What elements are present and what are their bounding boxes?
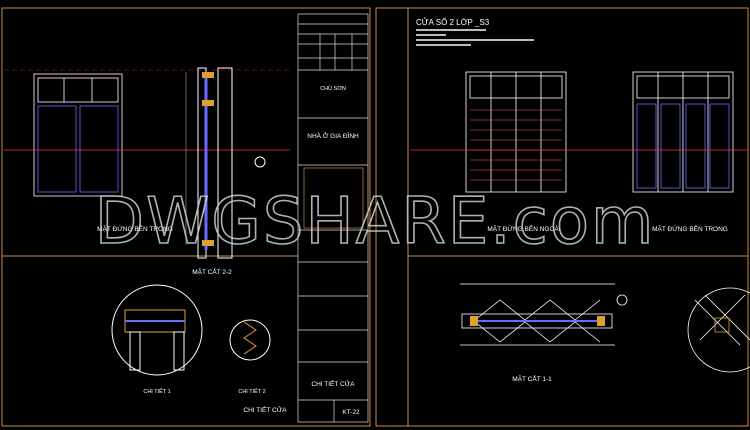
left-sheet-frame — [1, 7, 371, 427]
detail-1 — [111, 284, 203, 376]
section-2-2 — [185, 67, 266, 259]
outer-window-elevation — [465, 71, 567, 193]
project-text: NHÀ Ở GIA ĐÌNH — [307, 131, 359, 140]
detail-2-label: CHI TIẾT 2 — [238, 388, 265, 395]
inner-window-elevation — [632, 71, 734, 193]
right-title-notes — [416, 29, 534, 46]
owner-text: CHỦ SƠN — [320, 85, 346, 92]
left-elevation-label: MẶT ĐỨNG BÊN TRONG — [97, 224, 173, 233]
details-title: CHI TIẾT CỬA — [243, 404, 287, 414]
outer-elevation-label: MẶT ĐỨNG BÊN NGOÀI — [487, 224, 561, 233]
right-sheet-frame — [375, 7, 749, 427]
watermark: DWGSHARE.com — [95, 185, 656, 259]
section-1-1-label: MẶT CẮT 1-1 — [512, 374, 552, 383]
detail-2 — [229, 319, 271, 361]
right-sheet-title: CỬA SỔ 2 LỚP _S3 — [416, 18, 490, 27]
title-block — [297, 13, 369, 423]
right-detail — [687, 287, 750, 373]
drawing-name-text: CHI TIẾT CỬA — [311, 378, 355, 388]
inner-elevation-label: MẶT ĐỨNG BÊN TRONG — [652, 224, 728, 233]
detail-1-label: CHI TIẾT 1 — [143, 388, 170, 395]
section-2-2-label: MẶT CẮT 2-2 — [192, 267, 232, 276]
left-window-elevation — [33, 73, 123, 197]
sheet-number-text: KT-22 — [342, 409, 360, 416]
section-1-1 — [460, 283, 628, 346]
